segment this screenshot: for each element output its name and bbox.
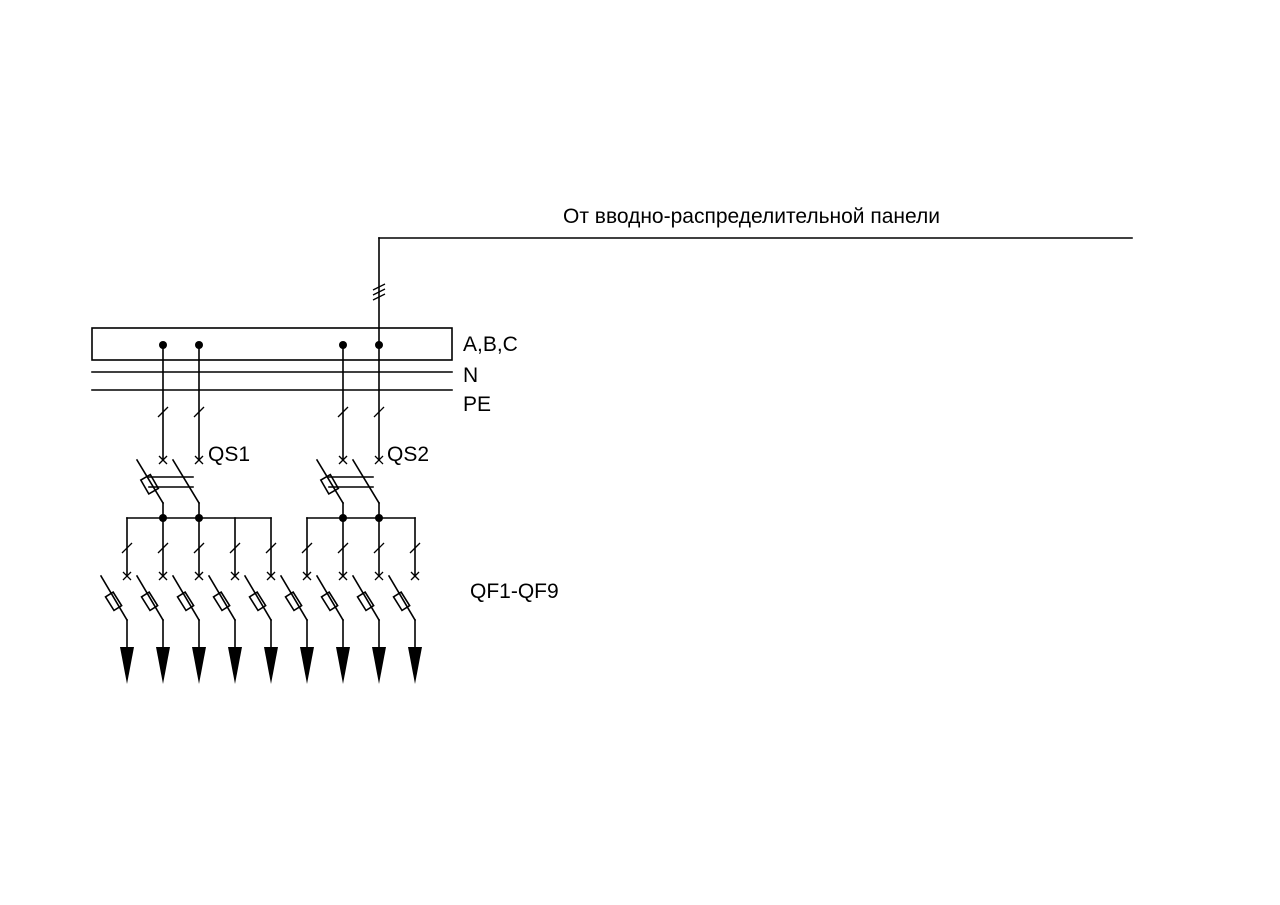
incoming-feeder: [372, 237, 1133, 345]
pole-tick: [157, 406, 169, 418]
trip-element: [176, 590, 195, 612]
breaker-blade: [243, 574, 273, 622]
switch-blade: [351, 458, 381, 505]
trip-element: [248, 590, 267, 612]
contact-cross: [374, 455, 384, 465]
contact-cross: [338, 455, 348, 465]
contact-cross: [302, 571, 312, 581]
breaker-blade: [279, 574, 309, 622]
switch-2-label: QS2: [387, 443, 429, 466]
feeder-arrow: [336, 647, 350, 684]
pole-tick: [337, 406, 349, 418]
switch-1-label: QS1: [208, 443, 250, 466]
pole-tick: [301, 542, 313, 554]
contact-cross: [158, 571, 168, 581]
trip-element: [284, 590, 303, 612]
breakers-label: QF1-QF9: [470, 580, 559, 603]
busbars: [91, 327, 453, 391]
phase-busbar: [91, 327, 453, 361]
feeder-arrow: [300, 647, 314, 684]
bus-neutral-label: N: [463, 364, 478, 387]
disconnect-switches: [135, 341, 385, 522]
pole-tick: [409, 542, 421, 554]
fuse-element: [319, 473, 340, 496]
breaker-blade: [171, 574, 201, 622]
breaker-blade: [135, 574, 165, 622]
trip-element: [212, 590, 231, 612]
outgoing-breakers: [99, 517, 422, 684]
trip-element: [140, 590, 159, 612]
contact-cross: [194, 455, 204, 465]
pole-tick: [193, 406, 205, 418]
three-phase-tick-marks: [372, 283, 386, 301]
contact-cross: [338, 571, 348, 581]
breaker-blade: [315, 574, 345, 622]
pole-tick: [229, 542, 241, 554]
breaker-qf6: [279, 517, 314, 684]
contact-cross: [194, 571, 204, 581]
contact-cross: [410, 571, 420, 581]
switch-blade: [171, 458, 201, 505]
breaker-blade: [99, 574, 129, 622]
breaker-qf8: [351, 517, 386, 684]
breaker-qf4: [207, 517, 242, 684]
pole-tick: [265, 542, 277, 554]
breaker-qf2: [135, 517, 170, 684]
trip-element: [104, 590, 123, 612]
contact-cross: [230, 571, 240, 581]
bus-phases-label: A,B,C: [463, 333, 518, 356]
switch-blade: [315, 458, 345, 505]
pole-tick: [373, 542, 385, 554]
bus-pe-label: PE: [463, 393, 491, 416]
contact-cross: [374, 571, 384, 581]
fuse-element: [139, 473, 160, 496]
feeder-arrow: [192, 647, 206, 684]
trip-element: [356, 590, 375, 612]
breaker-qf9: [387, 517, 422, 684]
switch-qs1: [135, 341, 205, 522]
pole-tick: [121, 542, 133, 554]
switch-blade: [135, 458, 165, 505]
switch-qs2: [315, 341, 385, 522]
contact-cross: [266, 571, 276, 581]
feeder-arrow: [120, 647, 134, 684]
source-label: От вводно-распределительной панели: [563, 205, 940, 228]
feeder-arrow: [408, 647, 422, 684]
pole-tick: [193, 542, 205, 554]
breaker-qf1: [99, 517, 134, 684]
feeder-arrow: [264, 647, 278, 684]
feeder-arrow: [156, 647, 170, 684]
trip-element: [392, 590, 411, 612]
breaker-qf5: [243, 517, 278, 684]
trip-element: [320, 590, 339, 612]
breaker-qf7: [315, 517, 350, 684]
pole-tick: [157, 542, 169, 554]
contact-cross: [122, 571, 132, 581]
breaker-qf3: [171, 517, 206, 684]
breaker-blade: [207, 574, 237, 622]
pole-tick: [373, 406, 385, 418]
feeder-arrow: [228, 647, 242, 684]
pole-tick: [337, 542, 349, 554]
contact-cross: [158, 455, 168, 465]
breaker-blade: [387, 574, 417, 622]
feeder-arrow: [372, 647, 386, 684]
breaker-blade: [351, 574, 381, 622]
